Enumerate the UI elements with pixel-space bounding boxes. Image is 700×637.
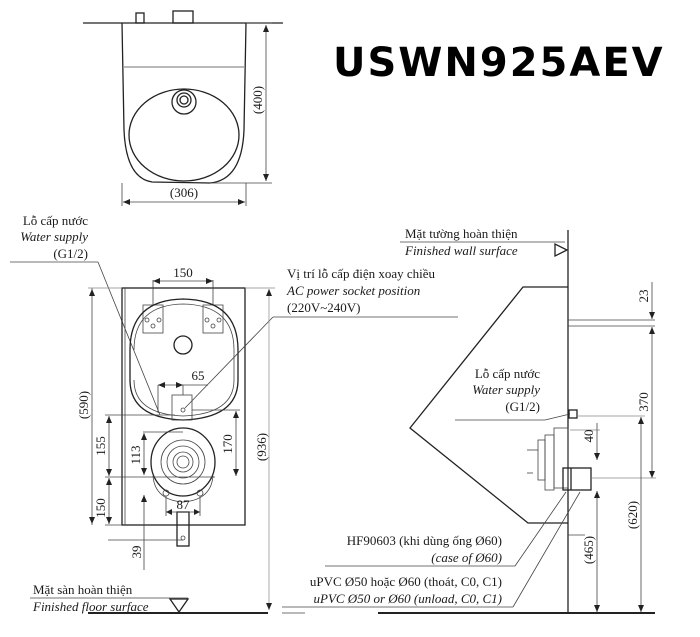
dim-155: 155	[93, 436, 108, 456]
depth-dimension: (400)	[250, 86, 265, 114]
side-water-supply-en: Water supply	[472, 382, 540, 397]
dim-39: 39	[129, 546, 144, 559]
power-socket-vi: Vị trí lỗ cấp điện xoay chiều	[287, 266, 436, 281]
side-water-supply-vi: Lỗ cấp nước	[475, 366, 540, 381]
hf90603-label-vi: HF90603 (khi dùng ống Ø60)	[347, 533, 502, 548]
dim-465: (465)	[581, 536, 596, 564]
top-view: (400) (306)	[83, 10, 283, 206]
dim-23: 23	[636, 290, 651, 303]
front-water-supply-vi: Lỗ cấp nước	[23, 213, 88, 228]
wall-surface-vi: Mặt tường hoàn thiện	[405, 226, 518, 241]
hf90603-label-en: (case of Ø60)	[431, 550, 502, 565]
front-water-supply-spec: (G1/2)	[53, 246, 88, 261]
upvc-label-vi: uPVC Ø50 hoặc Ø60 (thoát, C0, C1)	[310, 574, 502, 589]
model-title: USWN925AEV	[333, 40, 665, 86]
dim-370: 370	[636, 392, 651, 412]
water-inlet-fitting-icon	[135, 12, 145, 24]
dim-40: 40	[581, 430, 596, 443]
dim-170: 170	[220, 434, 235, 454]
total-height-dimension: (936)	[254, 433, 269, 461]
side-water-inlet-icon	[568, 409, 578, 419]
floor-marker-icon	[168, 598, 190, 614]
bracket-spacing-dimension: 150	[173, 265, 193, 280]
upvc-label-en: uPVC Ø50 or Ø60 (unload, C0, C1)	[314, 591, 503, 606]
power-socket-spec: (220V~240V)	[287, 300, 360, 315]
dim-113: 113	[128, 445, 143, 464]
dim-620: (620)	[625, 501, 640, 529]
floor-surface-en: Finished floor surface	[32, 599, 149, 614]
width-dimension: (306)	[170, 185, 198, 200]
front-view: Lỗ cấp nước Water supply (G1/2) 150 6	[10, 213, 458, 614]
side-water-supply-spec: (G1/2)	[505, 399, 540, 414]
side-view: Mặt tường hoàn thiện Finished wall surfa…	[282, 226, 656, 614]
front-water-supply-en: Water supply	[20, 229, 88, 244]
wall-surface-en: Finished wall surface	[404, 243, 518, 258]
wall-marker-icon	[554, 242, 569, 258]
dim-150: 150	[93, 498, 108, 518]
outlet-width-dimension: 87	[177, 497, 191, 512]
socket-offset-dimension: 65	[192, 368, 205, 383]
height-to-socket-dimension: (590)	[76, 391, 91, 419]
power-box-icon	[172, 10, 194, 24]
floor-surface-vi: Mặt sàn hoàn thiện	[33, 582, 133, 597]
power-socket-en: AC power socket position	[286, 283, 420, 298]
